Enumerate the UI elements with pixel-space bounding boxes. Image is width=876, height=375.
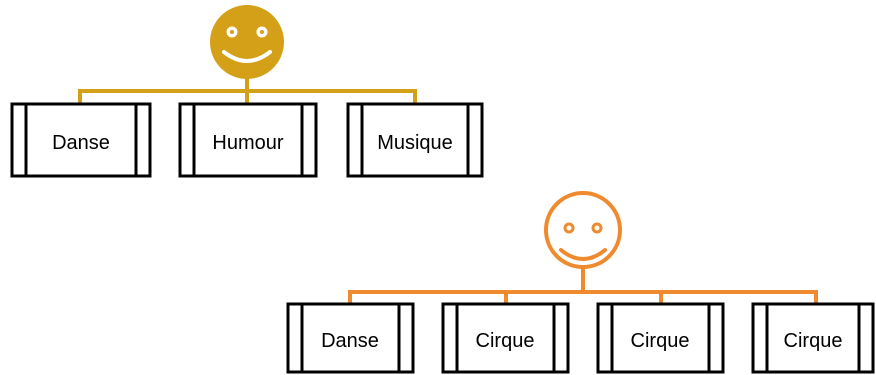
top-box-1-label: Danse (52, 132, 110, 154)
bottom-box-3: Cirque (596, 302, 725, 374)
bottom-box-3-label: Cirque (631, 330, 690, 352)
top-box-3: Musique (346, 102, 484, 178)
top-box-1: Danse (10, 102, 152, 178)
top-connectors (78, 78, 417, 106)
bottom-box-4-label: Cirque (784, 330, 843, 352)
bottom-box-2-label: Cirque (476, 330, 535, 352)
bottom-tree: Danse Cirque Cirque Cirque (286, 191, 875, 374)
bottom-box-1-label: Danse (321, 330, 379, 352)
top-box-2: Humour (178, 102, 318, 178)
top-tree: Danse Humour Musique (10, 5, 484, 178)
smiley-face-outline-icon (544, 191, 622, 269)
bottom-box-1: Danse (286, 302, 415, 374)
top-box-2-label: Humour (212, 132, 283, 154)
bottom-box-4: Cirque (751, 302, 875, 374)
bottom-box-2: Cirque (441, 302, 570, 374)
bottom-connectors (348, 266, 818, 306)
smiley-face-filled-icon (210, 5, 284, 79)
top-box-3-label: Musique (377, 132, 453, 154)
